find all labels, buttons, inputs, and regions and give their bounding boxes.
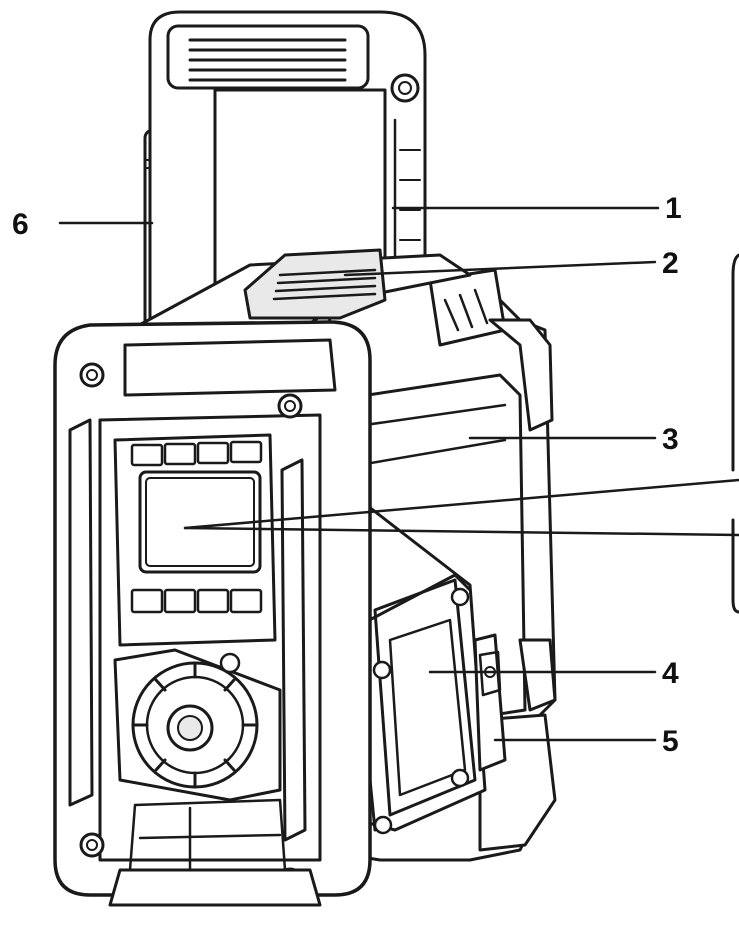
dc-input-vent (243, 248, 387, 320)
front-screw-tr (277, 393, 303, 419)
speaker-knob (113, 648, 282, 802)
top-cover (128, 248, 472, 342)
inset-bracket (731, 253, 739, 614)
callout-5: 5 (662, 725, 679, 758)
lcd-display (138, 470, 262, 574)
front-screw-tl (79, 362, 105, 388)
leader-line-2 (343, 260, 657, 277)
callout-2: 2 (662, 247, 679, 280)
handle-grip-ribs (188, 38, 347, 82)
callout-numbers: 1 2 3 4 5 6 (12, 192, 682, 758)
callout-1: 1 (665, 192, 682, 225)
front-screw-bl (79, 832, 105, 858)
bottom-button-row (130, 588, 263, 614)
handle-pivot-screw-top (390, 73, 420, 103)
callout-3: 3 (662, 423, 679, 456)
callout-6: 6 (12, 208, 29, 241)
control-panel (113, 433, 277, 647)
callout-4: 4 (662, 657, 679, 690)
leader-lines (58, 206, 739, 742)
leader-line-lcd-b (183, 526, 739, 537)
leader-line-lcd-a (183, 478, 739, 530)
top-button-row (130, 440, 263, 467)
